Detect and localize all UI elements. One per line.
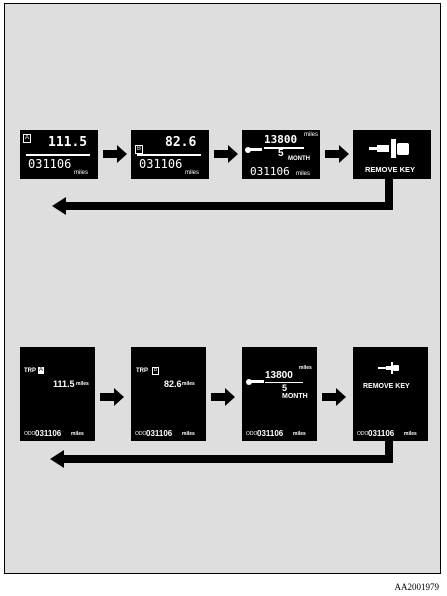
divider-line [137,154,201,156]
unit-label: miles [71,431,84,437]
trip-a-distance: 111.5 [53,379,75,389]
wrench-icon [246,379,264,385]
trip-b-display-lower: TRP B 82.6 miles ODO 031106 miles [131,347,206,441]
trip-b-display-upper: B 82.6 031106 miles [131,130,209,179]
odo-label: ODO [246,431,258,437]
return-arrow-upper [52,179,393,215]
service-distance: 13800 [264,133,298,146]
divider-line [265,382,303,383]
key-icon [369,139,409,158]
key-icon [378,362,399,374]
odometer-value: 031106 [368,429,395,438]
divider-line [264,147,304,149]
unit-label: miles [293,431,306,437]
trip-b-icon: B [135,145,143,154]
odometer-value: 031106 [250,165,290,178]
distance-unit: miles [182,381,195,387]
service-distance-unit: miles [304,132,319,138]
service-months-unit: MONTH [282,393,308,400]
remove-key-label: REMOVE KEY [365,165,416,174]
arrow-right-4 [100,388,124,406]
service-months: 5 [282,383,288,393]
odometer-value: 031106 [146,429,173,438]
unit-label: miles [74,170,89,176]
arrow-right-2 [214,145,238,163]
odometer-value: 031106 [35,429,62,438]
service-display-upper: 13800 miles 5 MONTH 031106 miles [242,130,320,179]
divider-line [26,154,90,156]
return-arrow-lower [50,441,393,468]
arrow-right-3 [325,145,349,163]
trip-a-distance: 111.5 [48,135,88,150]
odo-label: ODO [24,431,36,437]
wrench-icon [245,147,262,153]
figure-frame: A 111.5 031106 miles B 82.6 031106 miles… [4,3,441,574]
trip-a-display-upper: A 111.5 031106 miles [20,130,98,179]
trip-b-icon: B [152,367,159,375]
arrow-right-5 [211,388,235,406]
service-months: 5 [278,148,284,159]
arrow-right-6 [322,388,346,406]
remove-key-display-lower: REMOVE KEY ODO 031106 miles [353,347,428,441]
odometer-value: 031106 [139,157,183,171]
trip-label: TRP [24,368,36,374]
unit-label: miles [182,431,195,437]
trip-a-icon: A [38,367,44,374]
unit-label: miles [185,170,200,176]
trip-a-display-lower: TRP A 111.5 miles ODO 031106 miles [20,347,95,441]
remove-key-label: REMOVE KEY [363,383,410,390]
odometer-value: 031106 [257,429,284,438]
trip-a-icon: A [23,134,31,143]
odo-label: ODO [135,431,147,437]
service-display-lower: 13800 miles 5 MONTH ODO 031106 miles [242,347,317,441]
service-months-unit: MONTH [288,156,310,162]
arrow-right-1 [103,145,127,163]
odo-label: ODO [357,431,369,437]
service-distance-unit: miles [299,365,312,371]
trip-b-distance: 82.6 [164,379,182,389]
unit-label: miles [296,171,311,177]
trip-label: TRP [136,368,148,374]
trip-b-distance: 82.6 [165,135,197,150]
distance-unit: miles [76,381,89,387]
unit-label: miles [404,431,417,437]
remove-key-display-upper: REMOVE KEY [353,130,431,179]
odometer-value: 031106 [28,157,72,171]
service-distance: 13800 [265,370,293,381]
figure-code: AA2001979 [394,582,440,592]
